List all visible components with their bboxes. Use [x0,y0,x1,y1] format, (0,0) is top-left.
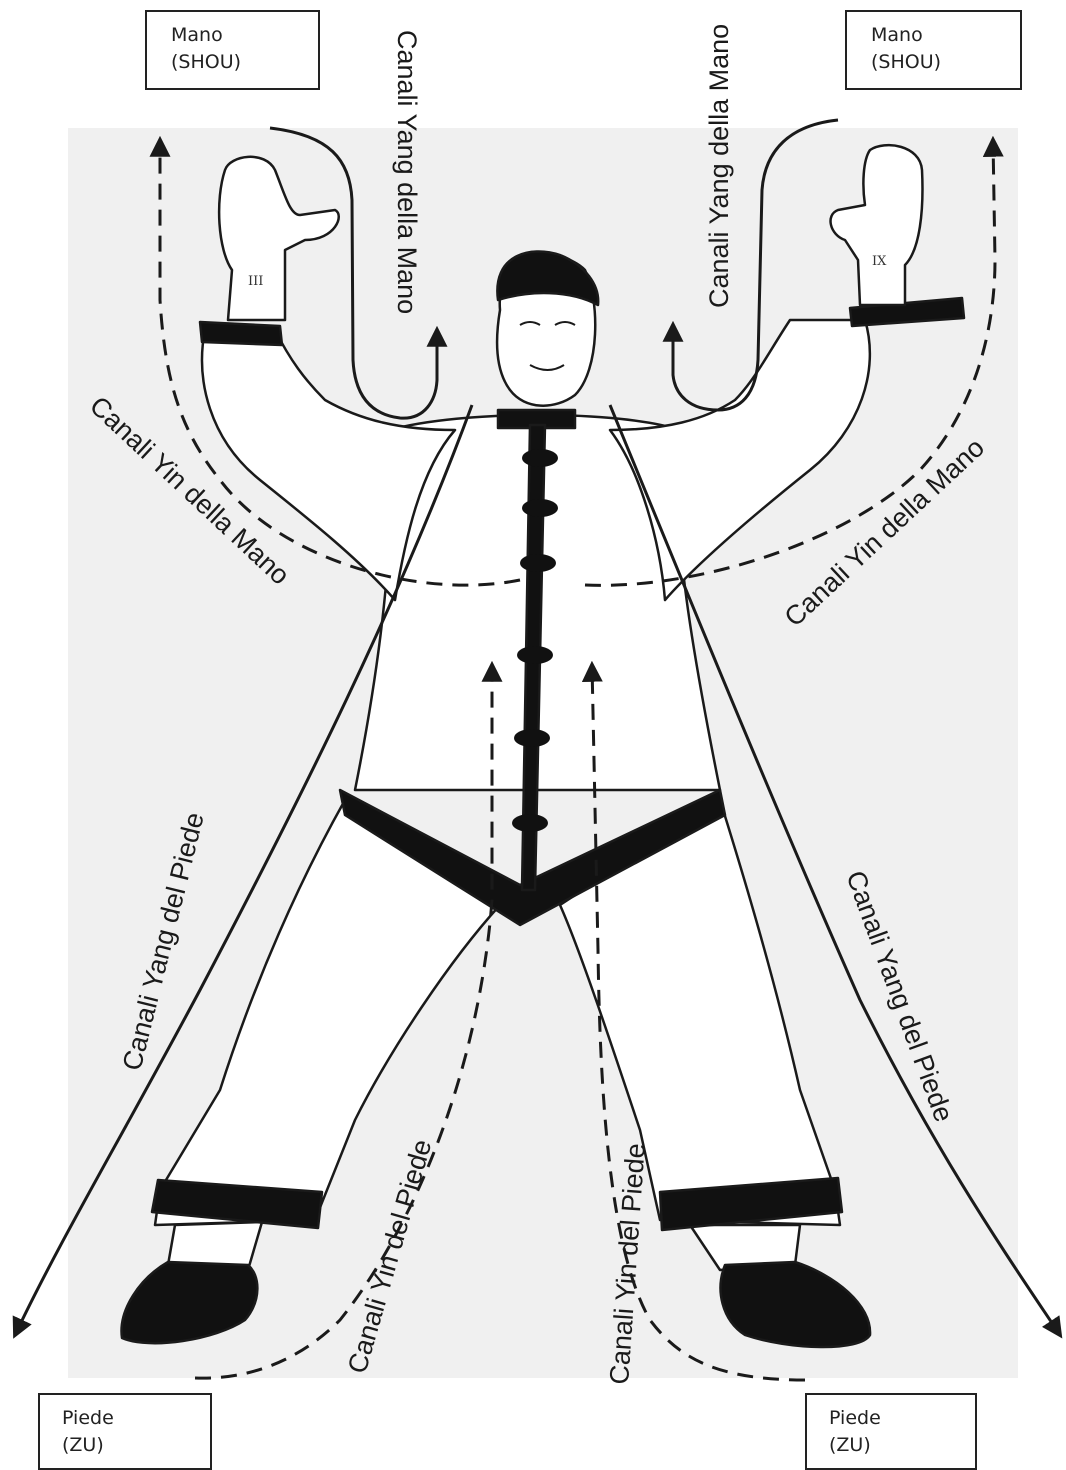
box-title: Mano [871,22,1020,49]
label-yang-hand-right: Canali Yang della Mano [704,24,734,308]
left-hand-mark: III [248,274,263,289]
box-subtitle: (SHOU) [871,49,1020,76]
box-piede-bottom-right: Piede (ZU) [805,1393,977,1470]
box-subtitle: (ZU) [62,1432,210,1459]
right-hand-mark: IX [872,254,887,269]
box-subtitle: (SHOU) [171,49,318,76]
box-subtitle: (ZU) [829,1432,975,1459]
left-sleeve-band [200,322,282,345]
box-title: Piede [62,1405,210,1432]
label-yang-hand-left: Canali Yang della Mano [392,30,422,314]
box-mano-top-left: Mano (SHOU) [145,10,320,90]
box-piede-bottom-left: Piede (ZU) [38,1393,212,1470]
box-mano-top-right: Mano (SHOU) [845,10,1022,90]
box-title: Piede [829,1405,975,1432]
box-title: Mano [171,22,318,49]
